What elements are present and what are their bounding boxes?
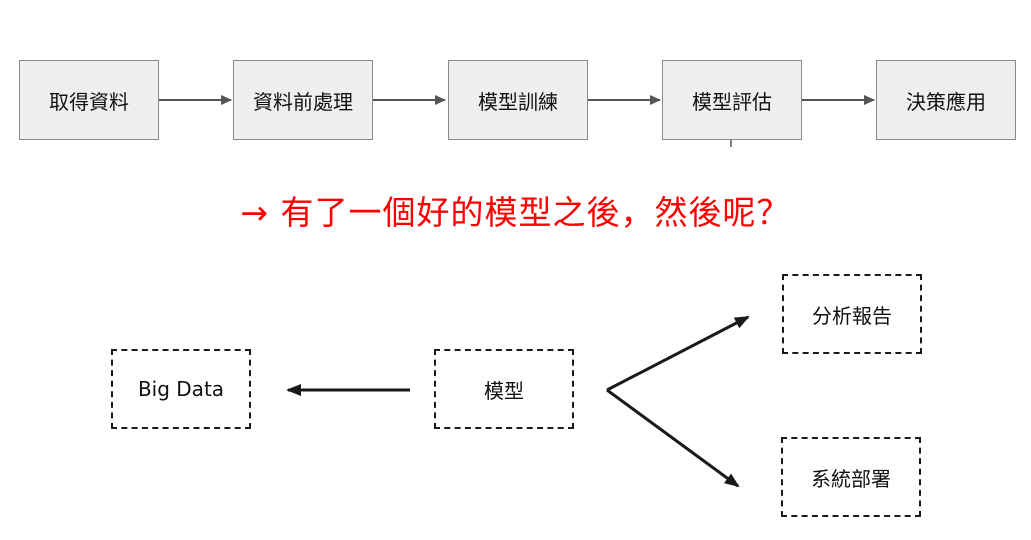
step-decision-application: 決策應用 xyxy=(876,60,1016,140)
step-preprocess: 資料前處理 xyxy=(233,60,373,140)
big-data-box: Big Data xyxy=(111,349,251,429)
model-to-deploy-arrow xyxy=(606,388,740,488)
step-get-data: 取得資料 xyxy=(19,60,159,140)
model-label: 模型 xyxy=(484,378,524,403)
system-deploy-box: 系統部署 xyxy=(781,437,921,517)
analysis-report-box: 分析報告 xyxy=(782,274,922,354)
step-evaluate-model: 模型評估 xyxy=(662,60,802,140)
big-data-label: Big Data xyxy=(137,377,225,401)
question-text: → 有了一個好的模型之後，然後呢？ xyxy=(240,193,791,232)
model-box: 模型 xyxy=(434,349,574,429)
model-to-report-arrow xyxy=(606,315,750,392)
system-deploy-label: 系統部署 xyxy=(811,466,891,491)
analysis-report-label: 分析報告 xyxy=(812,303,892,328)
step-train-model: 模型訓練 xyxy=(448,60,588,140)
